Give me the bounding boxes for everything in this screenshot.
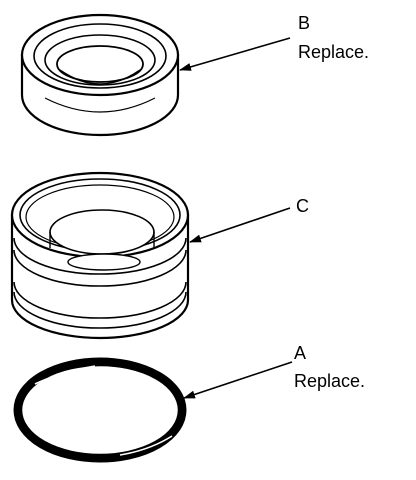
callout-b-note: Replace.	[298, 42, 370, 62]
part-c-piston	[10, 171, 190, 340]
callout-b-letter: B	[298, 13, 311, 33]
callout-a-note: Replace.	[294, 371, 366, 391]
leader-line-c	[189, 207, 291, 243]
part-a-o-ring	[13, 357, 187, 463]
part-b-seal	[20, 13, 180, 137]
leader-line-b	[179, 37, 291, 71]
leader-line-a	[183, 361, 293, 399]
callout-c-letter: C	[296, 196, 309, 216]
callout-a-letter: A	[294, 343, 307, 363]
